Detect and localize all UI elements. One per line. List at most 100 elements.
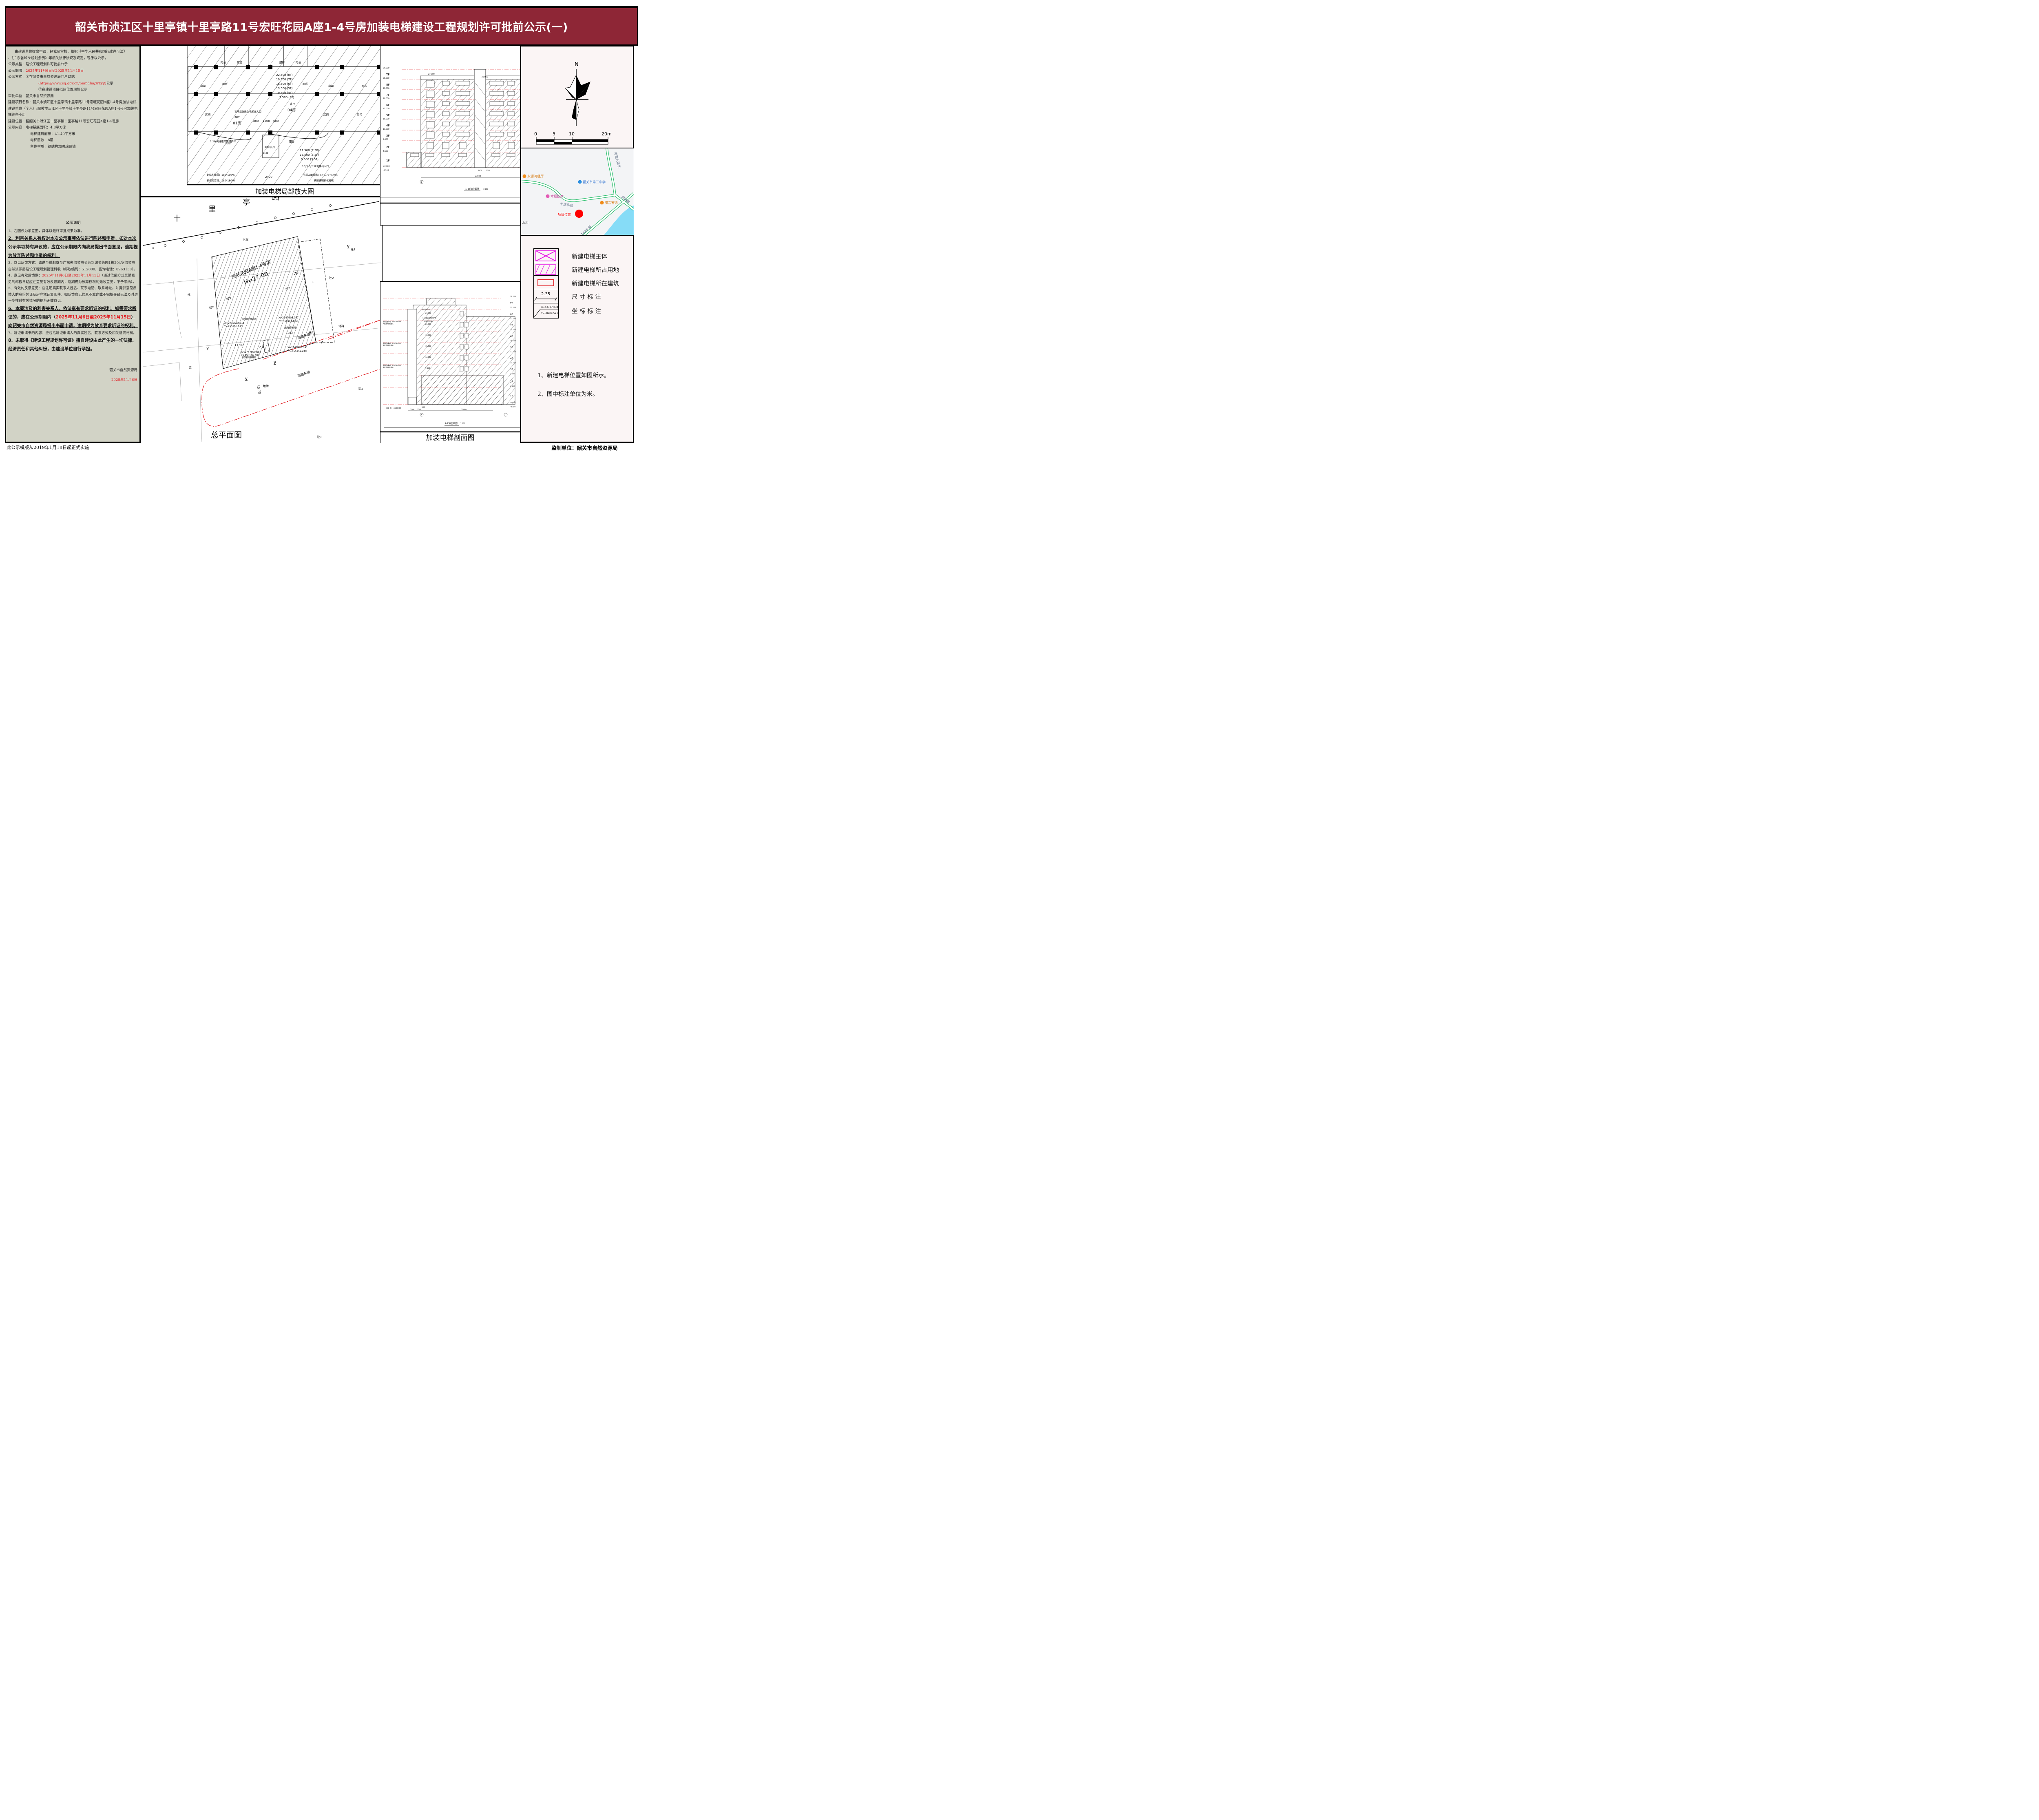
- dim-label: 20000: [461, 409, 467, 411]
- room-label: 房间: [205, 113, 210, 116]
- svg-text:26.000: 26.000: [383, 77, 389, 80]
- room-label: 厕所: [303, 82, 308, 86]
- room-label: 客厅: [234, 115, 240, 119]
- axis-label: 1: [421, 181, 422, 183]
- elevation-scale: 1:100: [483, 188, 488, 190]
- svg-text:±0.000: ±0.000: [383, 165, 390, 168]
- section-stop-levels: 24.500 21.500 18.500 15.500 12.500 9.500: [425, 312, 431, 369]
- note-4: 4、意见有效反馈期：2025年11月6日至2025年11月15日（通过信函方式反…: [8, 273, 138, 285]
- svg-text:18.500: 18.500: [425, 334, 431, 336]
- location: 建设位置：韶韶关市浈江区十里亭镇十里亭路11号宏旺花园A座1-4号房: [8, 119, 138, 125]
- svg-text:⊻: ⊻: [245, 377, 248, 382]
- svg-text:7.500 (3F): 7.500 (3F): [279, 96, 294, 99]
- demolish-note: 拆除墙体改为电梯出入口: [234, 110, 261, 113]
- svg-text:19.500 (7F): 19.500 (7F): [276, 78, 293, 81]
- content-line-1: 公示内容：电梯基底面积：4.8平方米: [8, 125, 138, 131]
- elevation-subtitle: 1-13轴立面图: [465, 187, 480, 190]
- poi-label: 韶关市第三中学: [583, 180, 606, 184]
- dim-label: 1200: [486, 170, 491, 172]
- content-material: 主体材质：钢结构加玻璃幕墙: [30, 144, 76, 149]
- north-label: N: [575, 62, 579, 68]
- svg-text:10.500: 10.500: [510, 362, 516, 364]
- dim-label: 13.70: [256, 385, 261, 394]
- column-spec: 钢结构立柱：180*180*6: [207, 179, 235, 182]
- notice-type: 公示类型：建设工程规划许可批前公示: [8, 62, 138, 68]
- title-bar: 韶关市浈江区十里亭镇十里亭路11号宏旺花园A座1-4号房加装电梯建设工程规划许可…: [5, 6, 638, 46]
- section-panel: TF 8F 7F 6F 5F 4F 3F 2F 1F 28.500 25.500…: [380, 281, 520, 443]
- floor-levels-top: 22.500 (8F) 19.500 (7F) 16.500 (6F) 13.5…: [276, 73, 294, 99]
- surface-label: 1: [312, 281, 314, 284]
- dim-label: 600: [273, 119, 279, 123]
- svg-text:Y=455159.240: Y=455159.240: [288, 350, 307, 353]
- compass-scale-block: N 0 5 10 20m: [534, 62, 612, 145]
- notice-period-label: 公示期限：: [8, 69, 26, 73]
- svg-text:⊻: ⊻: [206, 346, 209, 352]
- page-title: 韶关市浈江区十里亭镇十里亭路11号宏旺花园A座1-4号房加装电梯建设工程规划许可…: [75, 21, 568, 34]
- floor-count-8: 8F: [309, 331, 314, 336]
- curtain-note: 电梯四面幕墙：5+0.76+5mm: [383, 342, 401, 344]
- svg-text:20.000: 20.000: [383, 97, 389, 100]
- passage-label: 拟加装电梯过道: [242, 318, 256, 321]
- ramp-label: 无障碍斜坡: [284, 326, 296, 330]
- svg-text:Y=455156.881: Y=455156.881: [241, 354, 259, 357]
- dimension-swatch-icon: 2.35: [533, 289, 559, 304]
- svg-text:8F: 8F: [386, 83, 389, 86]
- svg-text:20m: 20m: [602, 131, 612, 137]
- project-name-label: 建设项目名称：: [8, 100, 33, 104]
- svg-text:5F: 5F: [510, 346, 513, 349]
- surface-label: 地砖: [338, 324, 344, 328]
- glass-note: 夹胶透明钢化玻璃: [383, 366, 394, 368]
- legend-item-elevator-body: 新建电梯主体: [533, 248, 607, 264]
- notice-period-value: 2025年11月6日至2025年11月15日: [25, 69, 84, 73]
- approver: 审批单位：韶关市自然资源局: [8, 93, 138, 100]
- legend-label: 新建电梯主体: [572, 253, 607, 260]
- note-6-prefix: 6、本案涉及的利害关系人，依法享有要求听证的权利。如需要求听证的，应在公示期限内…: [8, 306, 137, 320]
- svg-text:6F: 6F: [386, 104, 389, 107]
- room-number: 04房: [287, 108, 296, 113]
- elevation-floor-labels: TF 8F 7F 6F 5F 4F 3F 2F 1F: [386, 73, 389, 162]
- svg-text:17.000: 17.000: [383, 108, 389, 110]
- template-note: 此公示模版从2019年1月18日起正式实施: [7, 445, 89, 450]
- glass-note: 夹胶透明钢化玻璃: [383, 344, 394, 346]
- note-4-suffix: （通过信函方式反馈意见的邮戳日期应在意见有效反馈期内，逾期视为放弃权利的无效意见…: [8, 274, 136, 284]
- project-name-value: 韶关市浈江区十里亭镇十里亭路11号宏旺花园A座1-4号房加装电梯: [33, 100, 137, 104]
- note-5: 5、有效的反馈意见：应注明真实联系人姓名、联系电话、联系地址，并提供意见反馈人的…: [8, 286, 138, 303]
- note-3: 3、意见反馈方式：请送至或邮寄至广东省韶关市芙蓉新城芙蓉园1栋204室韶关市自然…: [8, 261, 137, 272]
- wall-note: 电梯一楼：2.0米高防撞墙: [386, 407, 402, 409]
- surface-label: 砼8: [351, 248, 355, 251]
- surface-label: 砼3: [226, 296, 231, 300]
- location-label: 建设位置：: [8, 119, 26, 124]
- floor-levels-bottom: 21.500 (7.5F) 15.500 (5.5F) 9.500 (3.5F): [300, 149, 319, 161]
- svg-text:路: 路: [272, 197, 279, 202]
- shaft-label: 拟加装电梯井道: [242, 356, 256, 359]
- svg-text:8.000: 8.000: [383, 138, 388, 141]
- svg-text:4F: 4F: [386, 124, 389, 127]
- notice-method-website: ①在韶关市自然资源局门户网站: [25, 75, 75, 79]
- note-1: 1、右图仅为示意图，具体以最终审批成果为准。: [8, 229, 84, 233]
- dim-label: 1200: [263, 119, 270, 123]
- location-map[interactable]: 东源鸿餐厅 韶关市第三中学 木槿按摩 甜言蜜语 十里亭路 丹霞大道北 前进路 1…: [521, 148, 634, 236]
- content-label: 公示内容：: [8, 126, 26, 130]
- supervisor-label: 监制单位：韶关市自然资源局: [551, 445, 618, 451]
- notice-url-link[interactable]: (https://www.sg.gov.cn/bmpdlm/zrzyj/): [38, 81, 106, 86]
- notice-url-line: (https://www.sg.gov.cn/bmpdlm/zrzyj/)公示: [8, 81, 138, 87]
- note-6-suffix: ）向韶关市自然资源局提出书面申请，逾期视为放弃要求听证的权利。: [8, 314, 138, 328]
- axis-label: A: [421, 414, 422, 416]
- legend-label: 新建电梯所占用地: [572, 267, 619, 274]
- svg-text:十: 十: [173, 215, 181, 223]
- room-label: 房间: [357, 113, 362, 116]
- partial-plan-panel: 阳台 厨房 厨房 阳台 房间 厕所 厕所 房间 厕所 房间 客厅 01房 客厅 …: [140, 46, 383, 196]
- half-floor-entrance-note: 3.5/5.5/7.5F电梯出入口: [302, 165, 329, 168]
- railing-note: 1.2米高通透不锈钢护栏: [422, 317, 437, 319]
- room-label: 阳台: [226, 141, 231, 145]
- svg-text:10: 10: [569, 131, 575, 137]
- svg-text:21.500 (7.5F): 21.500 (7.5F): [300, 149, 319, 152]
- svg-text:8F: 8F: [510, 313, 513, 316]
- svg-text:X=2747503.057: X=2747503.057: [279, 316, 299, 319]
- svg-text:29.000: 29.000: [383, 67, 389, 69]
- notice-method-label: 公示方式：: [8, 75, 26, 79]
- notice-period: 公示期限：2025年11月6日至2025年11月15日: [8, 68, 138, 75]
- dim-label: 2400: [265, 175, 272, 179]
- sign-date: 2025年11月6日: [111, 378, 137, 382]
